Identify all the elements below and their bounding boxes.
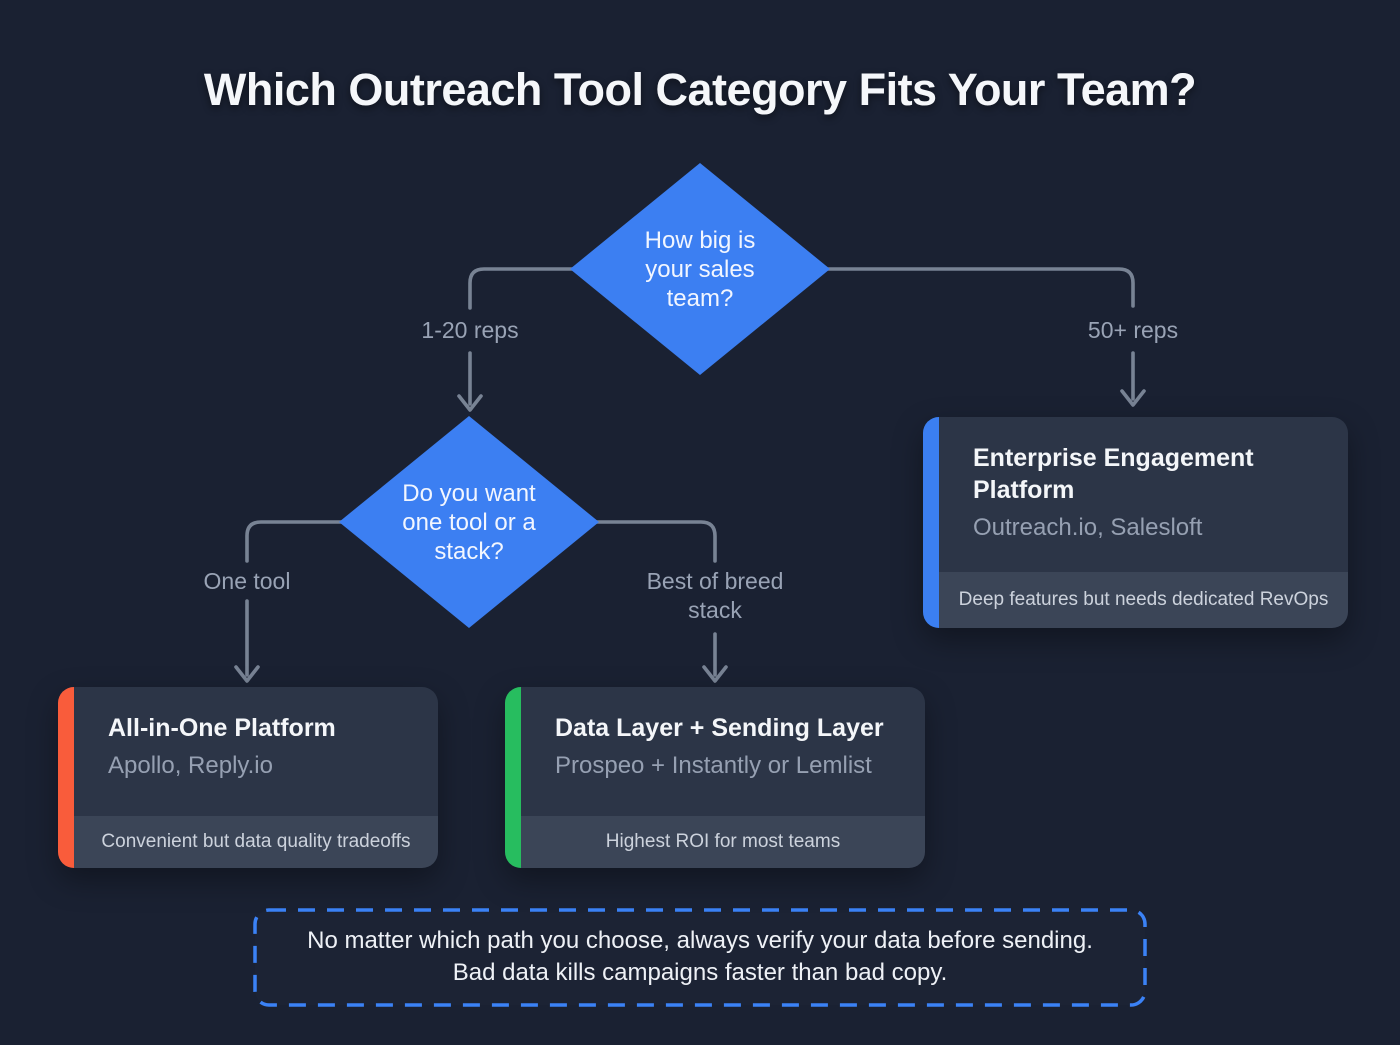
footer-note-line1: No matter which path you choose, always … — [307, 927, 1093, 954]
arrowhead-d2-left — [234, 665, 260, 683]
card-examples: Apollo, Reply.io — [108, 752, 273, 779]
accent-bar-orange — [58, 687, 74, 868]
connector-d2-right — [593, 520, 717, 563]
connector-d1-left — [468, 267, 578, 310]
accent-bar-blue — [923, 417, 939, 628]
branch-label-one-tool: One tool — [203, 568, 291, 594]
card-note: Highest ROI for most teams — [521, 816, 925, 868]
card-examples: Prospeo + Instantly or Lemlist — [555, 752, 872, 779]
card-note: Convenient but data quality tradeoffs — [74, 816, 438, 868]
note-dashed-border — [253, 908, 1147, 1007]
footer-note-line2: Bad data kills campaigns faster than bad… — [452, 959, 948, 986]
card-title: All-in-One Platform — [108, 714, 336, 742]
branch-label-best-of-breed-stack: Best of breed stack — [646, 568, 784, 623]
outcome-card-data-layer-sending-layer: Data Layer + Sending Layer Prospeo + Ins… — [505, 687, 925, 868]
page-title: Which Outreach Tool Category Fits Your T… — [203, 64, 1197, 115]
outcome-card-all-in-one-platform: All-in-One Platform Apollo, Reply.io Con… — [58, 687, 438, 868]
branch-label-1-20-reps: 1-20 reps — [421, 317, 519, 343]
accent-bar-green — [505, 687, 521, 868]
arrowhead-d2-right — [702, 665, 728, 683]
connector-d1-right — [824, 267, 1135, 308]
arrowhead-d1-right — [1120, 389, 1146, 407]
card-title: Enterprise Engagement Platform — [973, 444, 1254, 504]
card-title: Data Layer + Sending Layer — [555, 714, 884, 742]
card-examples: Outreach.io, Salesloft — [973, 514, 1203, 541]
card-note: Deep features but needs dedicated RevOps — [939, 572, 1348, 628]
connector-d2-left — [245, 520, 345, 563]
outcome-card-enterprise-engagement-platform: Enterprise Engagement Platform Outreach.… — [923, 417, 1348, 628]
arrowhead-d1-left — [457, 394, 483, 412]
decision-tool-or-stack-question: Do you want one tool or a stack? — [402, 479, 536, 565]
decision-team-size-question: How big is your sales team? — [644, 226, 756, 312]
branch-label-50plus-reps: 50+ reps — [1087, 317, 1179, 343]
footer-note: No matter which path you choose, always … — [270, 925, 1130, 989]
